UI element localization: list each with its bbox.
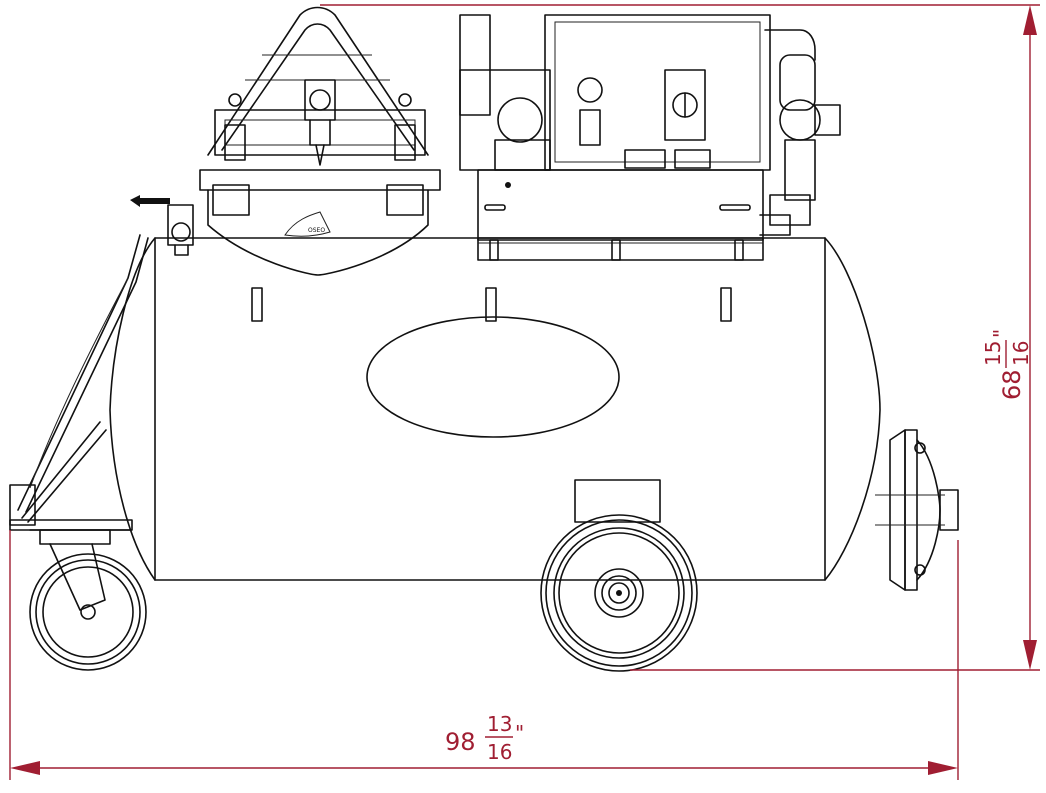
exhaust-piping (759, 29, 841, 236)
main-wheel (540, 514, 698, 672)
height-dimension-whole: 68 (998, 369, 1026, 400)
width-dimension-unit: " (515, 721, 524, 745)
control-switch (664, 69, 706, 141)
svg-text:OSEO: OSEO (308, 227, 325, 234)
height-dimension-unit: " (989, 329, 1013, 338)
filter-dome: OSEO (199, 6, 441, 276)
push-handle (9, 234, 149, 531)
rear-access-lid (875, 429, 959, 591)
width-dimension-whole: 98 (445, 728, 476, 756)
width-dimension-numerator: 13 (487, 712, 512, 736)
side-valve (130, 195, 194, 256)
axle-bracket (574, 479, 661, 523)
motor-unit (459, 14, 771, 261)
height-dimension-denominator: 16 (1009, 341, 1033, 366)
height-dimension-numerator: 15 (981, 341, 1005, 366)
width-dimension-denominator: 16 (487, 740, 512, 764)
height-dimension (320, 4, 1040, 671)
caster-wheel (29, 529, 147, 671)
tank-body (109, 237, 881, 581)
sight-window (366, 316, 620, 438)
width-dimension (9, 530, 959, 780)
